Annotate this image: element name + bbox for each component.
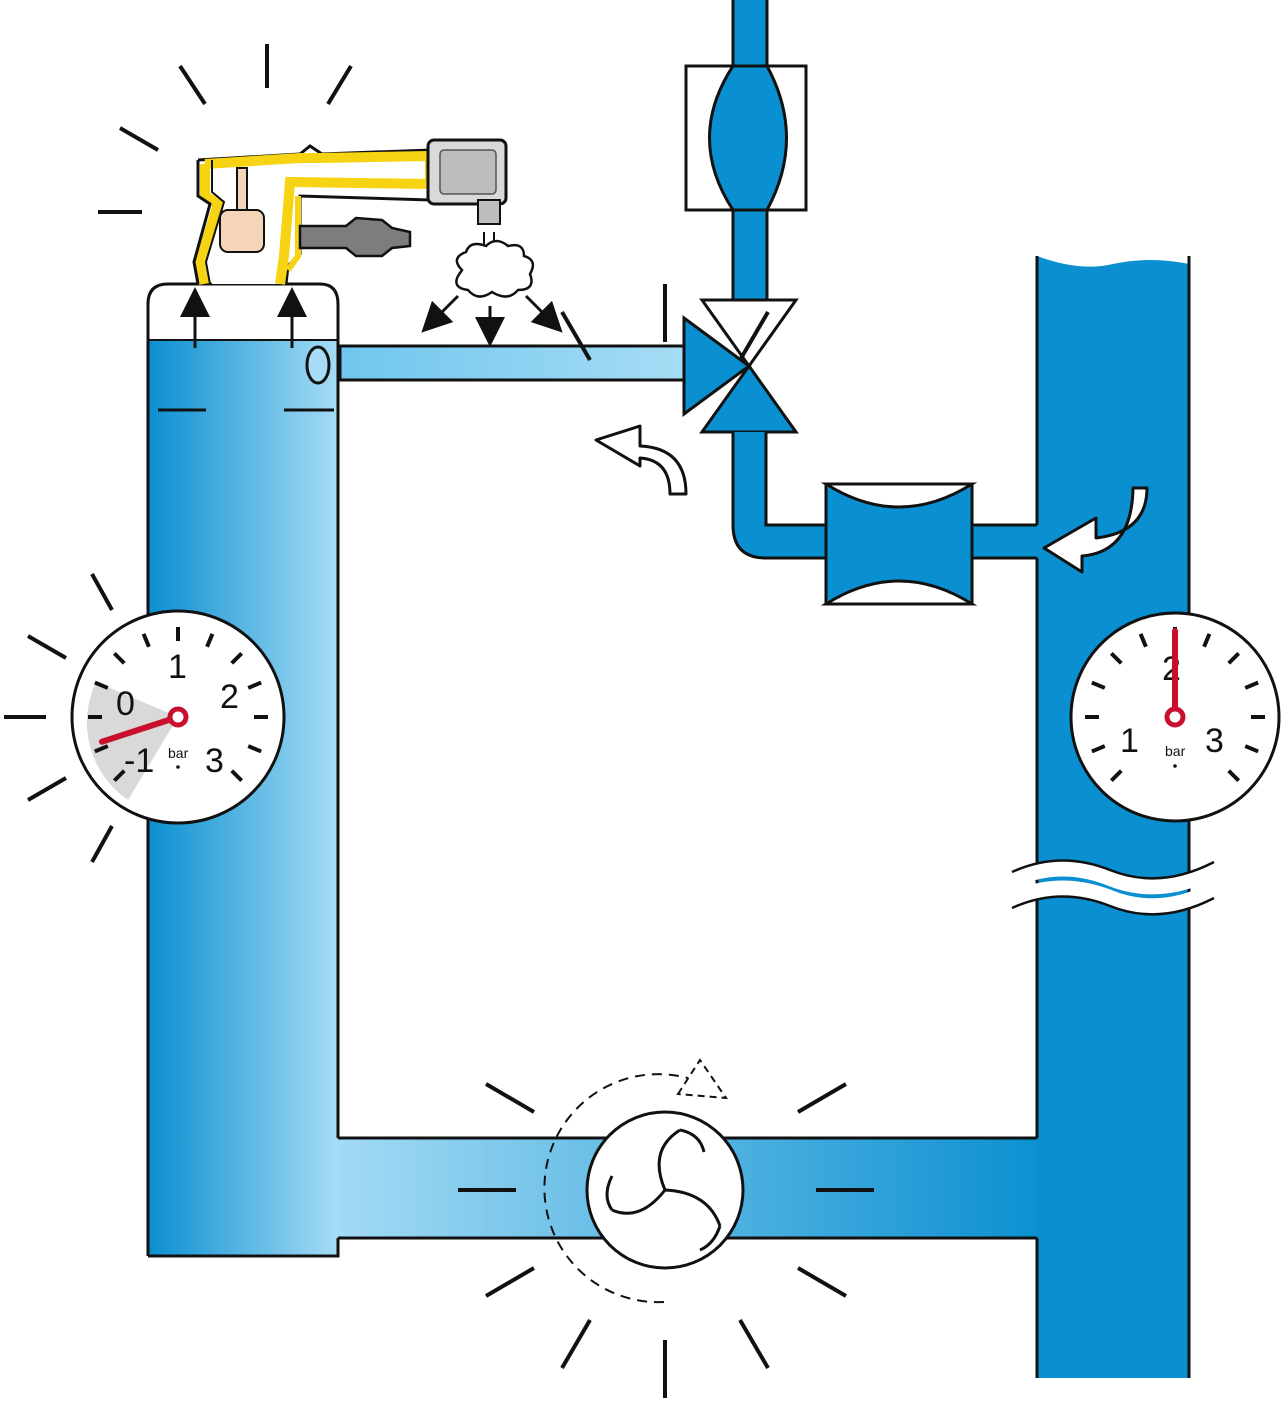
right-gauge-tick bbox=[1202, 633, 1212, 648]
left-gauge-label-minus1: -1 bbox=[124, 742, 154, 780]
three-way-valve-icon bbox=[682, 298, 799, 434]
right-gauge-tick bbox=[1244, 744, 1259, 754]
left-gauge-tick bbox=[247, 744, 262, 754]
right-pressure-gauge: 2 1 3 bar bbox=[1069, 611, 1281, 823]
right-gauge-tick bbox=[1227, 769, 1241, 783]
right-gauge-unit: bar bbox=[1165, 743, 1186, 759]
circulation-pump-icon bbox=[458, 284, 874, 1398]
right-gauge-label-2: 2 bbox=[1162, 650, 1181, 688]
safety-valve-fitting bbox=[192, 138, 508, 285]
left-gauge-tick bbox=[94, 744, 109, 754]
left-gauge-label-0: 0 bbox=[116, 685, 135, 723]
left-gauge-tick bbox=[230, 651, 244, 665]
left-gauge-unit: bar bbox=[168, 745, 189, 761]
left-gauge-tick bbox=[230, 769, 244, 783]
right-gauge-tick bbox=[1138, 633, 1148, 648]
bypass-pipe bbox=[731, 432, 1039, 606]
right-gauge-tick bbox=[1109, 769, 1123, 783]
right-gauge-tick bbox=[1244, 680, 1259, 690]
right-gauge-label-3: 3 bbox=[1205, 722, 1224, 760]
left-gauge-label-3: 3 bbox=[205, 742, 224, 780]
top-pipe bbox=[684, 0, 808, 302]
left-gauge-alert-rays bbox=[4, 573, 114, 863]
left-gauge-tick bbox=[205, 633, 215, 648]
left-gauge-tick bbox=[141, 633, 151, 648]
left-pressure-gauge: 0 1 2 3 -1 bar bbox=[4, 573, 286, 863]
steam-cloud-icon bbox=[421, 232, 563, 347]
overflow-pipe bbox=[338, 344, 687, 382]
right-gauge-tick bbox=[1091, 744, 1106, 754]
valve-alert-rays bbox=[98, 44, 353, 214]
left-gauge-ticks bbox=[88, 627, 268, 783]
left-gauge-label-1: 1 bbox=[168, 648, 187, 686]
left-gauge-tick bbox=[94, 680, 109, 690]
left-gauge-needle bbox=[98, 714, 181, 745]
right-gauge-tick bbox=[1091, 680, 1106, 690]
left-gauge-label-2: 2 bbox=[220, 678, 239, 716]
left-gauge-tick bbox=[112, 651, 126, 665]
left-gauge-tick bbox=[247, 680, 262, 690]
left-gauge-tick bbox=[112, 769, 126, 783]
right-gauge-tick bbox=[1227, 651, 1241, 665]
right-gauge-tick bbox=[1109, 651, 1123, 665]
pump-alert-rays bbox=[458, 284, 874, 1398]
right-gauge-label-1: 1 bbox=[1120, 722, 1139, 760]
flow-arrow-icon bbox=[594, 424, 1149, 574]
